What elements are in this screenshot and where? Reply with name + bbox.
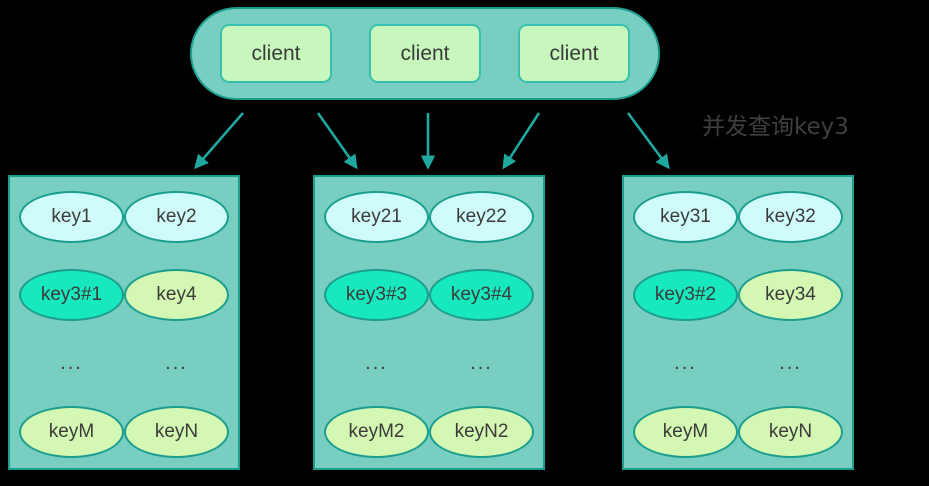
key-node[interactable]: keyN [124, 405, 229, 458]
key-node[interactable]: key4 [124, 268, 229, 321]
key-node[interactable]: keyN2 [429, 405, 534, 458]
annotation-concurrent-query: 并发查询key3 [702, 114, 849, 140]
key-node[interactable]: key1 [19, 191, 124, 243]
arrow-client1-to-node1 [194, 112, 244, 170]
ellipsis-row: ...... [19, 346, 229, 380]
arrow-client3-to-node3 [626, 112, 670, 170]
key-node[interactable]: key3#3 [324, 268, 429, 321]
client-box[interactable]: client [369, 24, 481, 83]
key-node[interactable]: key3#4 [429, 268, 534, 321]
arrow-client3-to-node2 [502, 112, 541, 170]
ellipsis-row: ...... [324, 346, 534, 380]
key-node[interactable]: key34 [738, 268, 843, 321]
ellipsis: ... [165, 352, 188, 375]
key-node[interactable]: keyM [19, 405, 124, 458]
key-node[interactable]: key2 [124, 191, 229, 243]
key-node[interactable]: keyM [633, 405, 738, 458]
client-label: client [549, 41, 599, 65]
arrow-client1-to-node2 [316, 112, 358, 170]
key-node[interactable]: key22 [429, 191, 534, 243]
key-node[interactable]: key32 [738, 191, 843, 243]
key-node[interactable]: key31 [633, 191, 738, 243]
client-cluster-container: client client client [190, 7, 660, 100]
client-label: client [251, 41, 301, 65]
ellipsis: ... [779, 352, 802, 375]
key-node[interactable]: keyN [738, 405, 843, 458]
ellipsis: ... [470, 352, 493, 375]
client-label: client [400, 41, 450, 65]
key-node[interactable]: keyM2 [324, 405, 429, 458]
key-node[interactable]: key21 [324, 191, 429, 243]
client-box[interactable]: client [518, 24, 630, 83]
key-node[interactable]: key3#1 [19, 268, 124, 321]
client-box[interactable]: client [220, 24, 332, 83]
ellipsis-row: ...... [633, 346, 843, 380]
ellipsis: ... [674, 352, 697, 375]
ellipsis: ... [365, 352, 388, 375]
ellipsis: ... [60, 352, 83, 375]
key-node[interactable]: key3#2 [633, 268, 738, 321]
